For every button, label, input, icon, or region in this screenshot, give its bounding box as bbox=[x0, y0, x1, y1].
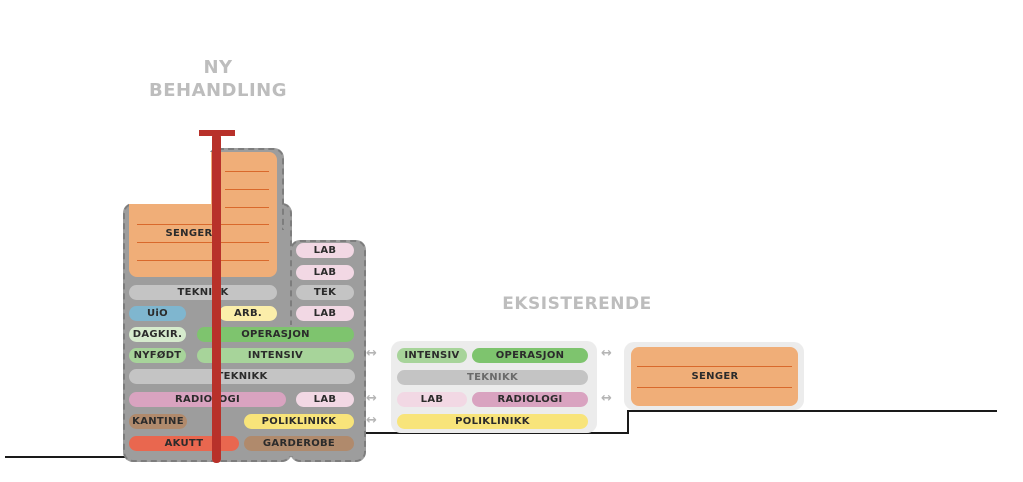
radiologi-new: RADIOLOGI bbox=[129, 392, 286, 407]
nyfodt: NYFØDT bbox=[129, 348, 186, 363]
lab-side-2: LAB bbox=[296, 265, 354, 280]
garderobe: GARDEROBE bbox=[244, 436, 354, 451]
senger-label-existing: SENGER bbox=[683, 369, 747, 384]
poliklinikk-new: POLIKLINIKK bbox=[244, 414, 354, 429]
operasjon-new: OPERASJON bbox=[197, 327, 354, 342]
radiologi-existing: RADIOLOGI bbox=[472, 392, 588, 407]
title-line-behandling: BEHANDLING bbox=[148, 80, 288, 101]
helipad-pole bbox=[212, 133, 221, 463]
uio: UiO bbox=[129, 306, 186, 321]
tek-side: TEK bbox=[296, 285, 354, 300]
ground-line-right bbox=[627, 410, 997, 412]
floor-line bbox=[137, 242, 269, 243]
floor-line bbox=[137, 260, 269, 261]
title-line-ny: NY bbox=[203, 57, 233, 78]
connection-arrow-icon: ↔ bbox=[601, 391, 612, 406]
title-ny-behandling: NY BEHANDLING bbox=[140, 56, 296, 102]
connection-arrow-icon: ↔ bbox=[366, 391, 377, 406]
ground-line-mid bbox=[362, 432, 628, 434]
teknikk-mid: TEKNIKK bbox=[129, 369, 355, 384]
poliklinikk-existing: POLIKLINIKK bbox=[397, 414, 588, 429]
teknikk-top: TEKNIKK bbox=[129, 285, 277, 300]
floor-line bbox=[225, 189, 269, 190]
lab-side-1: LAB bbox=[296, 243, 354, 258]
title-eksisterende: EKSISTERENDE bbox=[502, 294, 652, 314]
ground-line-step bbox=[627, 410, 629, 434]
lab-existing: LAB bbox=[397, 392, 467, 407]
senger-notch-edge bbox=[123, 152, 211, 202]
floor-line bbox=[637, 366, 792, 367]
lab-side-3: LAB bbox=[296, 306, 354, 321]
connection-arrow-icon: ↔ bbox=[366, 346, 377, 361]
ground-line-left bbox=[5, 456, 125, 458]
senger-block-existing: SENGER bbox=[631, 347, 798, 406]
floor-line bbox=[225, 171, 269, 172]
floor-line bbox=[637, 387, 792, 388]
helipad-top bbox=[199, 130, 235, 136]
akutt: AKUTT bbox=[129, 436, 239, 451]
lab-new-low: LAB bbox=[296, 392, 354, 407]
connection-arrow-icon: ↔ bbox=[366, 413, 377, 428]
connection-arrow-icon: ↔ bbox=[601, 346, 612, 361]
floor-line bbox=[137, 224, 269, 225]
teknikk-existing: TEKNIKK bbox=[397, 370, 588, 385]
floor-line bbox=[225, 207, 269, 208]
dagkir: DAGKIR. bbox=[129, 327, 186, 342]
kantine: KANTINE bbox=[129, 414, 187, 429]
arb: ARB. bbox=[219, 306, 277, 321]
intensiv-existing: INTENSIV bbox=[397, 348, 467, 363]
intensiv-new: INTENSIV bbox=[197, 348, 354, 363]
operasjon-existing: OPERASJON bbox=[472, 348, 588, 363]
senger-label-new: SENGER bbox=[159, 225, 219, 241]
